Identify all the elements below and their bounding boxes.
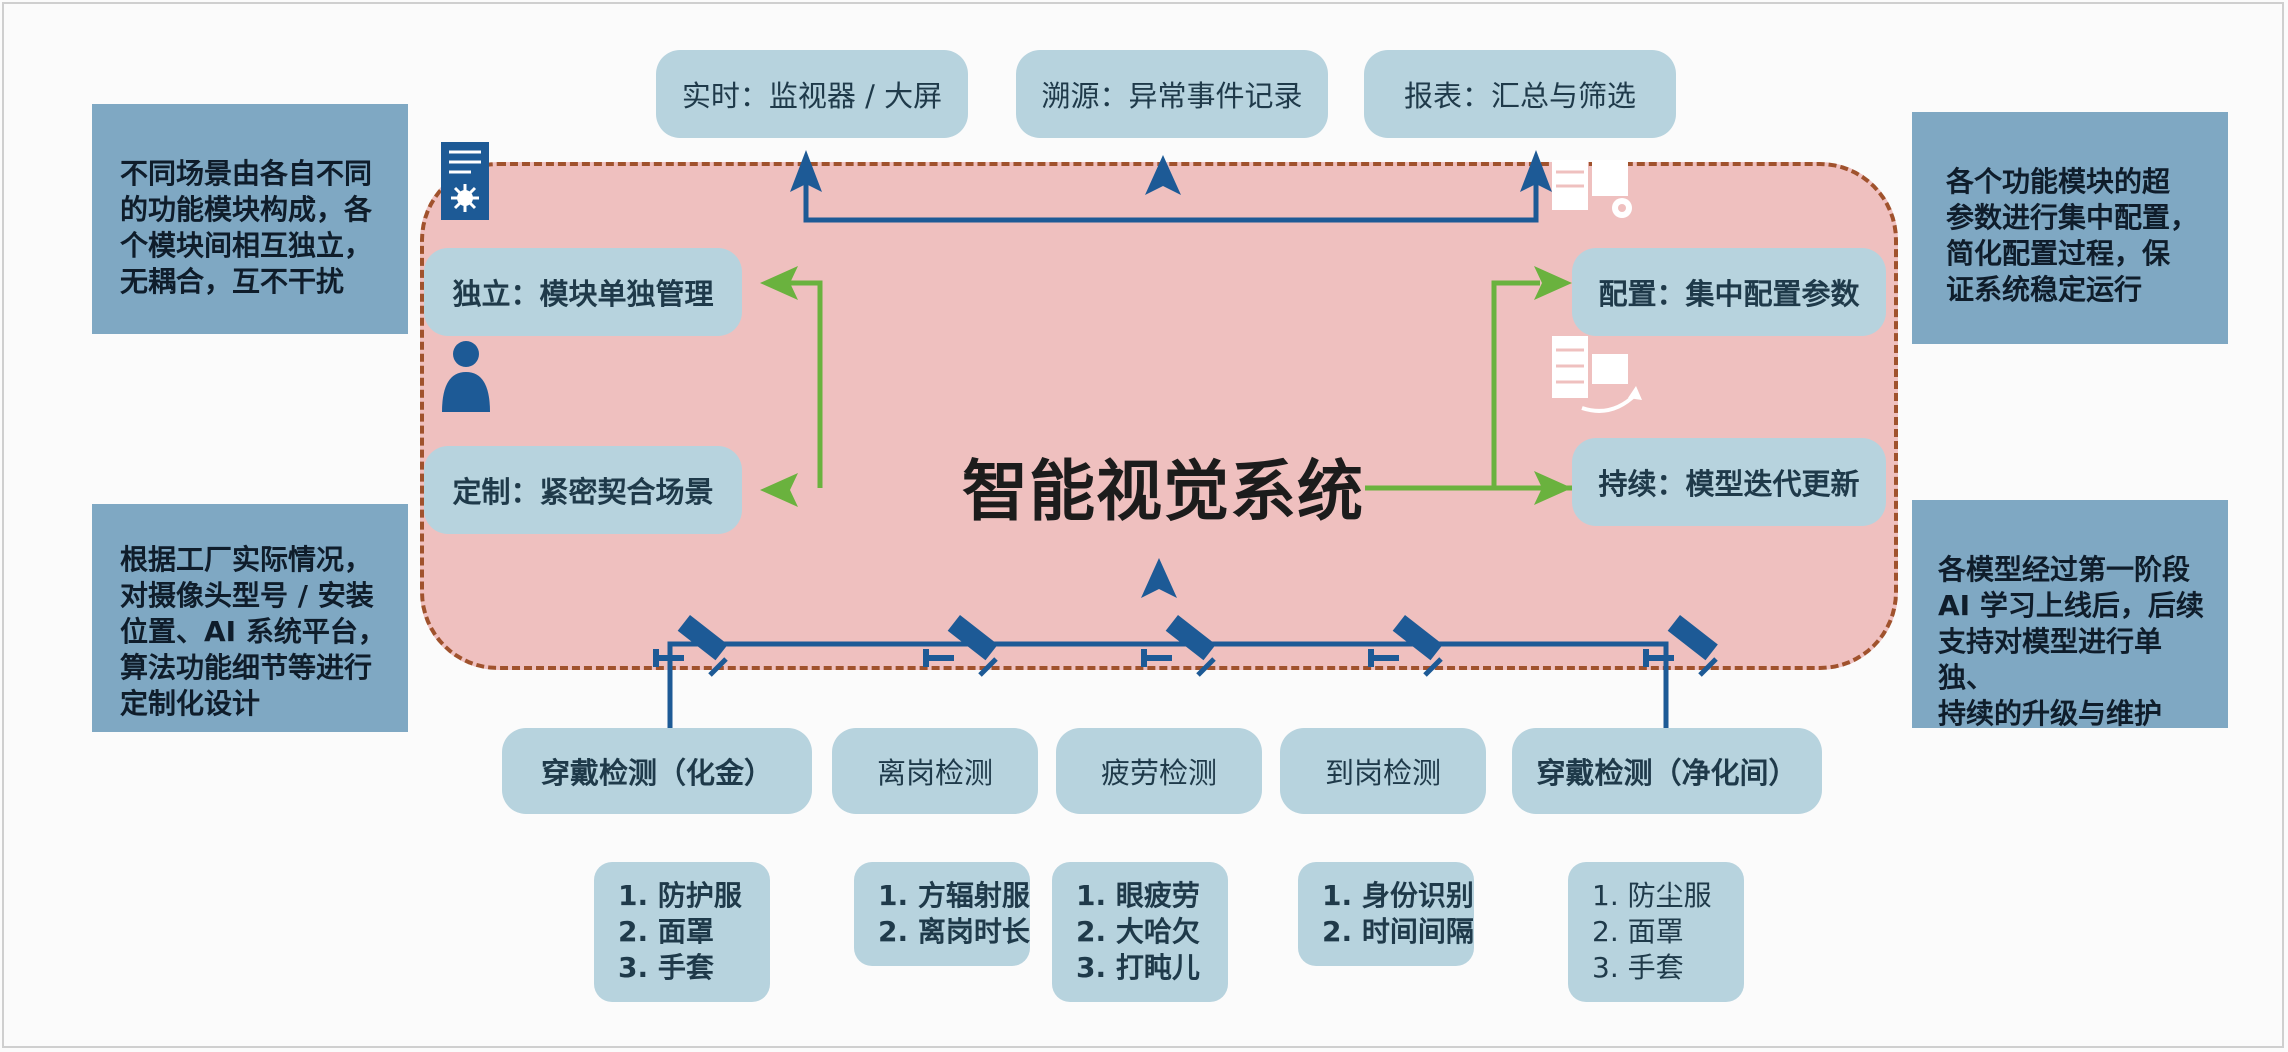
settings-panel-icon	[441, 142, 489, 220]
server-settings-icon	[1552, 160, 1632, 218]
detection-wear-cleanroom: 穿戴检测（净化间）	[1512, 728, 1822, 814]
user-icon	[442, 341, 490, 412]
feature-centralized-config: 配置：集中配置参数	[1572, 248, 1886, 336]
center-title: 智能视觉系统	[962, 453, 1364, 530]
note-customized: 根据工厂实际情况， 对摄像头型号 / 安装 位置、AI 系统平台， 算法功能细节…	[92, 504, 408, 732]
surveillance-camera-icon	[653, 615, 728, 677]
arrow-up-icon	[1141, 558, 1177, 598]
feature-continuous-update: 持续：模型迭代更新	[1572, 438, 1886, 526]
server-refresh-icon	[1552, 336, 1642, 413]
arrow-right-icon	[1534, 471, 1572, 505]
top-output-connector	[803, 180, 1539, 223]
arrow-left-icon	[760, 473, 798, 507]
detection-items-wear-cleanroom: 1. 防尘服 2. 面罩 3. 手套	[1568, 862, 1744, 1002]
detection-items-fatigue: 1. 眼疲劳 2. 大哈欠 3. 打盹儿	[1052, 862, 1228, 1002]
note-continuous-update: 各模型经过第一阶段 AI 学习上线后，后续 支持对模型进行单独、 持续的升级与维…	[1912, 500, 2228, 730]
surveillance-camera-icon	[1141, 615, 1216, 677]
feature-customized: 定制：紧密契合场景	[424, 446, 742, 534]
detection-on-post: 到岗检测	[1280, 728, 1486, 814]
surveillance-camera-icon	[1368, 615, 1443, 677]
detection-items-wear-chem: 1. 防护服 2. 面罩 3. 手套	[594, 862, 770, 1002]
note-centralized-config: 各个功能模块的超 参数进行集中配置， 简化配置过程，保 证系统稳定运行	[1912, 112, 2228, 344]
detection-off-post: 离岗检测	[832, 728, 1038, 814]
arrow-right-icon	[1534, 266, 1572, 300]
surveillance-camera-icon	[923, 615, 998, 677]
left-feature-connector	[775, 280, 823, 488]
right-feature-connector-up	[1491, 280, 1540, 488]
output-event-tracing: 溯源：异常事件记录	[1016, 50, 1328, 138]
output-realtime-monitor: 实时：监视器 / 大屏	[656, 50, 968, 138]
detection-items-off-post: 1. 方辐射服 2. 离岗时长	[854, 862, 1030, 966]
arrow-up-icon	[1520, 150, 1552, 192]
surveillance-camera-icon	[1643, 615, 1718, 677]
note-independent: 不同场景由各自不同 的功能模块构成，各 个模块间相互独立， 无耦合，互不干扰	[92, 104, 408, 334]
feature-independent: 独立：模块单独管理	[424, 248, 742, 336]
arrow-up-icon	[790, 150, 822, 192]
detection-items-on-post: 1. 身份识别 2. 时间间隔	[1298, 862, 1474, 966]
camera-bus-line	[667, 641, 1669, 730]
detection-fatigue: 疲劳检测	[1056, 728, 1262, 814]
arrow-up-icon	[1145, 155, 1181, 195]
output-report: 报表：汇总与筛选	[1364, 50, 1676, 138]
arrow-left-icon	[760, 266, 798, 300]
detection-wear-chem: 穿戴检测（化金）	[502, 728, 812, 814]
